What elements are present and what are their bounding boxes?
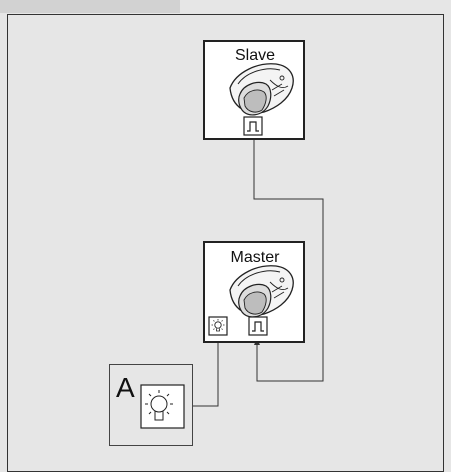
top-tab bbox=[0, 0, 180, 13]
master-unit: Master bbox=[203, 241, 305, 343]
master-label: Master bbox=[231, 249, 281, 266]
load-a-unit: A bbox=[109, 364, 193, 446]
pulse-output-icon bbox=[248, 316, 268, 336]
wire-slave-to-master bbox=[253, 136, 324, 382]
slave-unit: Slave bbox=[203, 40, 305, 140]
wire-master-to-lamp bbox=[186, 336, 219, 409]
lamp-icon bbox=[140, 384, 185, 429]
pulse-output-icon bbox=[243, 116, 263, 136]
load-label: A bbox=[116, 372, 135, 403]
lamp-output-icon bbox=[208, 316, 228, 336]
slave-label: Slave bbox=[235, 47, 275, 64]
